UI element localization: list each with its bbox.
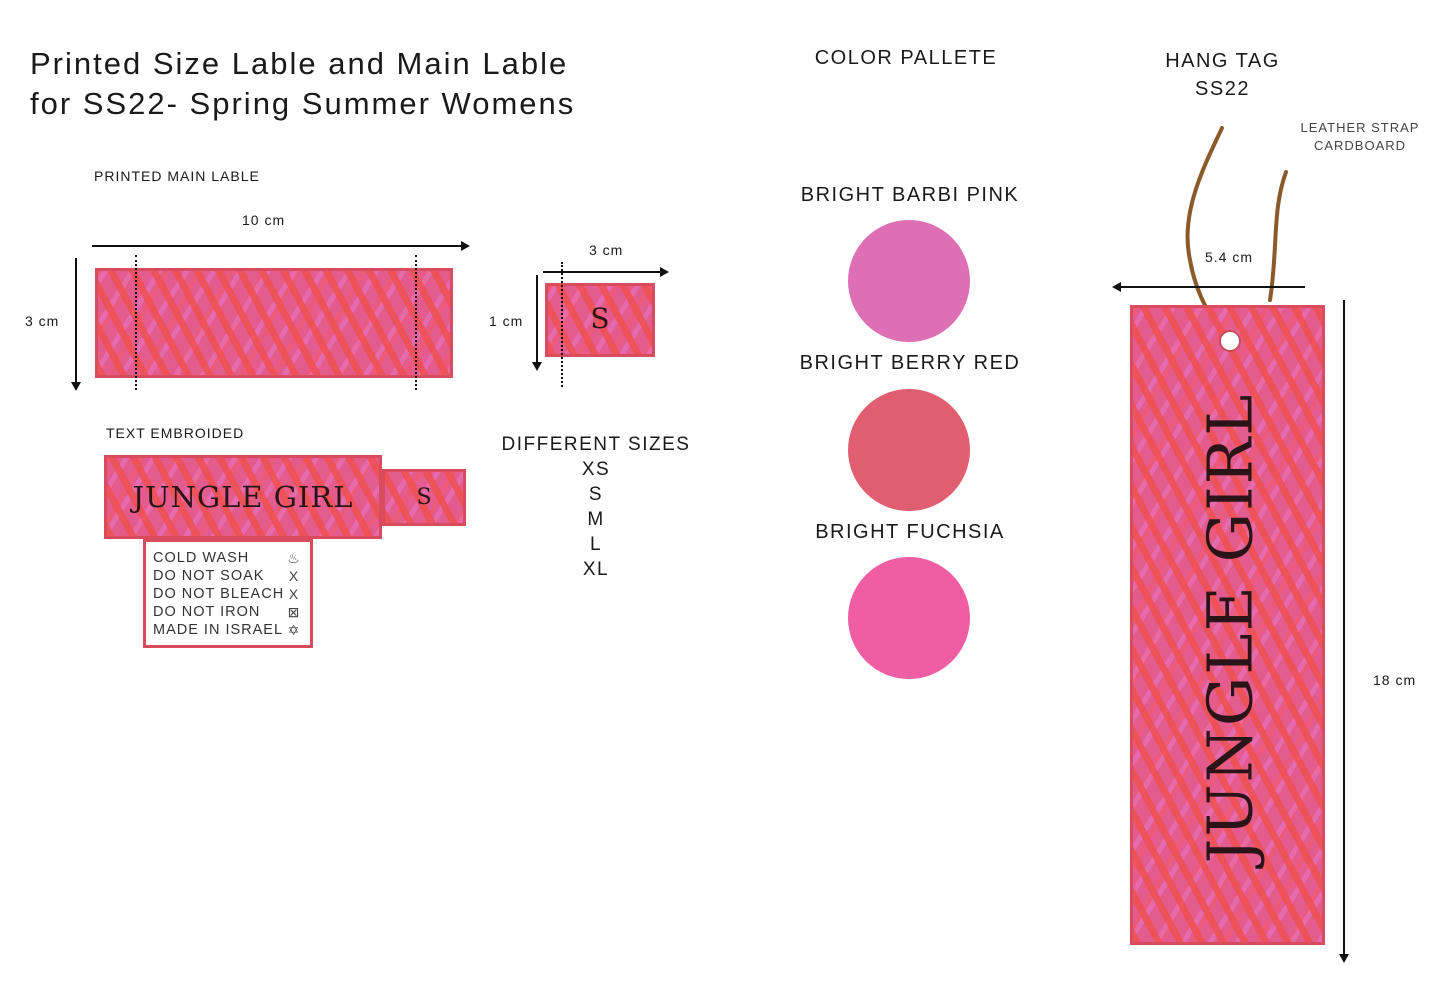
care-item-do-not-soak: DO NOT SOAK X <box>153 567 303 585</box>
care-text: DO NOT SOAK <box>153 568 265 584</box>
hang-tag-height-arrow <box>1339 300 1349 963</box>
cross-icon: X <box>288 586 300 602</box>
star-of-david-icon: ✡ <box>287 621 301 638</box>
embroidered-size-label: S <box>382 469 466 526</box>
main-label-height-text: 3 cm <box>25 313 60 329</box>
hang-tag-material: LEATHER STRAP CARDBOARD <box>1290 119 1430 155</box>
color-swatch-3 <box>848 557 970 679</box>
fold-line-right <box>415 255 417 390</box>
wash-tub-icon: ♨ <box>287 549 301 566</box>
care-item-made-in-israel: MADE IN ISRAEL ✡ <box>153 621 303 639</box>
color-name-2: BRIGHT BERRY RED <box>799 352 1021 374</box>
embroidered-brand-text: JUNGLE GIRL <box>132 480 354 514</box>
hang-tag-title-line-2: SS22 <box>1195 78 1250 100</box>
hang-tag-title: HANG TAG SS22 <box>1130 47 1315 103</box>
no-iron-icon: ⊠ <box>287 603 301 620</box>
sizes-block: DIFFERENT SIZES XS S M L XL <box>500 433 692 582</box>
hang-tag-material-line-1: LEATHER STRAP <box>1300 120 1420 135</box>
color-swatch-1 <box>848 220 970 342</box>
main-label-swatch <box>95 268 453 378</box>
embroidered-main-label: JUNGLE GIRL <box>104 455 382 539</box>
palette-heading: COLOR PALLETE <box>814 47 998 69</box>
size-label-swatch: S <box>545 283 655 357</box>
strap-right-strand <box>1268 170 1288 302</box>
hang-tag-width-arrow <box>1112 282 1305 292</box>
size-label-width-text: 3 cm <box>589 242 624 258</box>
sizes-heading: DIFFERENT SIZES <box>501 434 691 455</box>
punch-hole <box>1219 330 1241 352</box>
hang-tag-card: JUNGLE GIRL <box>1130 305 1325 945</box>
care-text: MADE IN ISRAEL <box>153 622 284 638</box>
hang-tag-brand-text: JUNGLE GIRL <box>1193 392 1267 864</box>
size-label-fold-line <box>561 262 563 387</box>
hang-tag-height-text: 18 cm <box>1373 672 1417 688</box>
embroidered-size-text: S <box>416 485 432 510</box>
main-label-heading: PRINTED MAIN LABLE <box>94 168 260 184</box>
embroidered-heading: TEXT EMBROIDED <box>106 425 245 441</box>
color-name-1: BRIGHT BARBI PINK <box>800 184 1020 206</box>
hang-tag-title-line-1: HANG TAG <box>1165 50 1280 72</box>
color-swatch-2 <box>848 389 970 511</box>
size-label-letter: S <box>590 302 610 335</box>
page-title: Printed Size Lable and Main Lable for SS… <box>30 44 575 124</box>
main-label-width-text: 10 cm <box>242 212 286 228</box>
size-label-height-text: 1 cm <box>489 313 524 329</box>
care-text: COLD WASH <box>153 550 250 566</box>
title-line-1: Printed Size Lable and Main Lable <box>30 46 569 81</box>
size-item: XS <box>581 459 611 480</box>
size-item: M <box>587 509 605 530</box>
main-label-width-arrow <box>92 241 470 251</box>
hang-tag-width-text: 5.4 cm <box>1205 249 1254 265</box>
care-item-cold-wash: COLD WASH ♨ <box>153 549 303 567</box>
title-line-2: for SS22- Spring Summer Womens <box>30 86 576 121</box>
care-item-do-not-bleach: DO NOT BLEACH X <box>153 585 303 603</box>
hang-tag-material-line-2: CARDBOARD <box>1313 138 1407 153</box>
main-label-height-arrow <box>71 258 81 391</box>
fold-line-left <box>135 255 137 390</box>
care-label: COLD WASH ♨ DO NOT SOAK X DO NOT BLEACH … <box>143 539 313 648</box>
size-item: S <box>588 484 604 505</box>
care-text: DO NOT IRON <box>153 604 261 620</box>
size-label-height-arrow <box>532 275 542 371</box>
size-label-width-arrow <box>543 267 669 277</box>
size-item: L <box>589 534 603 555</box>
color-name-3: BRIGHT FUCHSIA <box>815 521 1005 543</box>
care-item-do-not-iron: DO NOT IRON ⊠ <box>153 603 303 621</box>
size-item: XL <box>582 559 610 580</box>
care-text: DO NOT BLEACH <box>153 586 285 602</box>
cross-icon: X <box>288 568 300 584</box>
